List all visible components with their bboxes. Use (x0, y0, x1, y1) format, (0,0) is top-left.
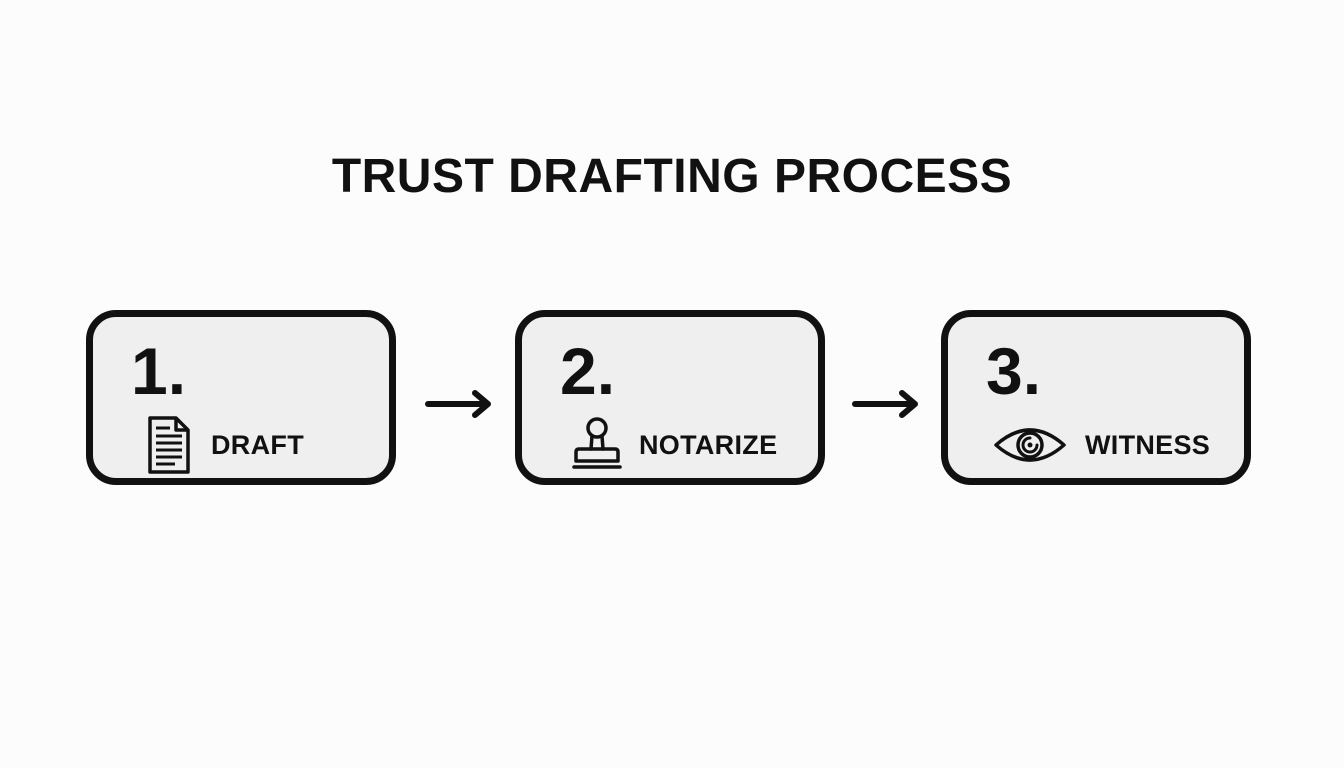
arrow-right-icon (852, 390, 918, 418)
step-card-notarize: 2. NOTARIZE (515, 310, 825, 485)
step-card-witness: 3. WITNESS (941, 310, 1251, 485)
step-content: DRAFT (145, 413, 304, 477)
eye-icon (993, 423, 1067, 467)
stamp-icon (571, 415, 623, 475)
arrow-right-icon (425, 390, 491, 418)
step-label: WITNESS (1085, 429, 1211, 460)
step-content: WITNESS (993, 413, 1210, 477)
document-icon (145, 415, 193, 475)
step-number: 3. (986, 334, 1042, 408)
step-card-draft: 1. DRAFT (86, 310, 396, 485)
step-label: DRAFT (211, 429, 304, 460)
step-number: 2. (560, 334, 616, 408)
step-content: NOTARIZE (571, 413, 777, 477)
diagram-title: TRUST DRAFTING PROCESS (331, 150, 1013, 203)
step-label: NOTARIZE (639, 429, 778, 460)
step-number: 1. (131, 334, 187, 408)
